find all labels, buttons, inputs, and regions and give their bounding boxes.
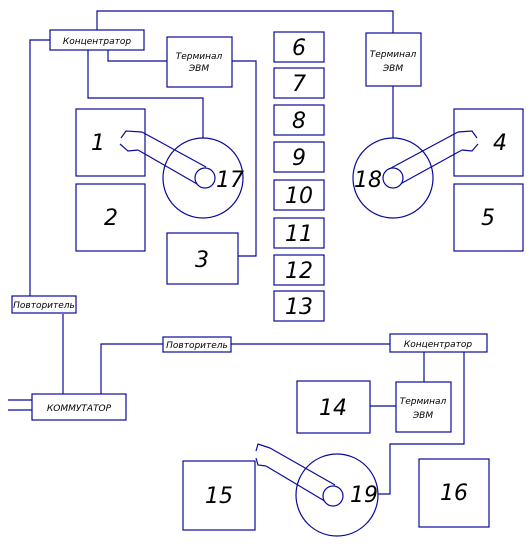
cell-1-number: 1 [91, 131, 105, 156]
concentrator-bottom: Концентратор [389, 333, 488, 353]
cell-3-number: 3 [195, 248, 209, 273]
terminal-bottom-label-1: Терминал [400, 397, 447, 407]
wire-concentrator-to-robot19 [376, 352, 465, 495]
cell-6-number: 6 [292, 36, 306, 61]
terminal-top-label-2: ЭВМ [188, 64, 209, 74]
robot-19-gripper [255, 443, 271, 467]
cell-3: 3 [166, 232, 239, 285]
cell-4-number: 4 [493, 131, 507, 156]
terminal-bottom: Терминал ЭВМ [395, 381, 452, 433]
cell-6: 6 [273, 31, 325, 63]
terminal-top: Терминал ЭВМ [166, 36, 233, 88]
robot-18: 18 [352, 130, 479, 219]
cell-15-number: 15 [205, 484, 233, 509]
cell-9: 9 [273, 141, 325, 173]
cell-16: 16 [418, 458, 490, 528]
concentrator-top-label: Концентратор [63, 37, 132, 47]
cell-13: 13 [273, 290, 325, 322]
wire-concentrator-to-terminal-right [96, 10, 394, 33]
robot-18-number: 18 [354, 168, 382, 193]
robot-18-arm [382, 130, 479, 189]
cell-11: 11 [273, 217, 325, 249]
repeater-middle: Повторитель [162, 336, 232, 353]
concentrator-bottom-label: Концентратор [404, 340, 473, 350]
cell-2: 2 [75, 183, 146, 252]
robot-17-arm [119, 130, 216, 189]
terminal-right-label-2: ЭВМ [382, 64, 403, 74]
robot-17-gripper [119, 130, 143, 152]
cell-7: 7 [273, 67, 325, 99]
robot-17-number: 17 [216, 168, 244, 193]
cell-14: 14 [296, 380, 371, 434]
robot-17: 17 [119, 130, 244, 219]
cell-8-number: 8 [292, 109, 306, 134]
cell-10: 10 [273, 179, 325, 211]
robot-19-arm [255, 443, 344, 507]
cell-11-number: 11 [285, 222, 313, 247]
cell-12: 12 [273, 254, 325, 286]
cell-7-number: 7 [292, 72, 306, 97]
terminal-right-label-1: Терминал [370, 50, 417, 60]
commutator-label: КОММУТАТОР [47, 404, 112, 414]
cell-16-number: 16 [440, 481, 468, 506]
cell-13-number: 13 [285, 295, 313, 320]
cell-9-number: 9 [292, 146, 306, 171]
cell-2-number: 2 [104, 206, 118, 231]
cell-1: 1 [75, 108, 146, 177]
robot-18-gripper [457, 130, 479, 152]
terminal-top-label-1: Терминал [176, 52, 223, 62]
cell-10-number: 10 [285, 184, 313, 209]
cell-8: 8 [273, 104, 325, 136]
cell-12-number: 12 [285, 259, 313, 284]
wires [8, 10, 465, 495]
cell-14-number: 14 [319, 396, 347, 421]
cell-5-number: 5 [481, 206, 495, 231]
terminal-bottom-label-2: ЭВМ [412, 411, 433, 421]
storage-rack: 6 7 8 9 10 11 12 13 [273, 31, 325, 322]
wire-concentrator-to-robot17 [87, 50, 204, 140]
terminal-right: Терминал ЭВМ [365, 32, 422, 87]
repeater-middle-label: Повторитель [166, 341, 228, 351]
concentrator-top: Концентратор [49, 29, 145, 51]
wire-terminal-to-cell3 [232, 60, 257, 257]
commutator: КОММУТАТОР [31, 393, 127, 421]
repeater-left-label: Повторитель [13, 301, 75, 311]
cell-15: 15 [182, 460, 256, 531]
wire-commutator-to-repeater [100, 343, 163, 394]
repeater-left: Повторитель [11, 295, 77, 314]
wire-concentrator-to-terminal [107, 50, 167, 62]
robot-19: 19 [255, 443, 379, 537]
robot-19-number: 19 [350, 483, 378, 508]
cell-5: 5 [453, 183, 524, 252]
wire-concentrator-to-repeater [29, 39, 50, 296]
cell-4: 4 [453, 108, 524, 177]
